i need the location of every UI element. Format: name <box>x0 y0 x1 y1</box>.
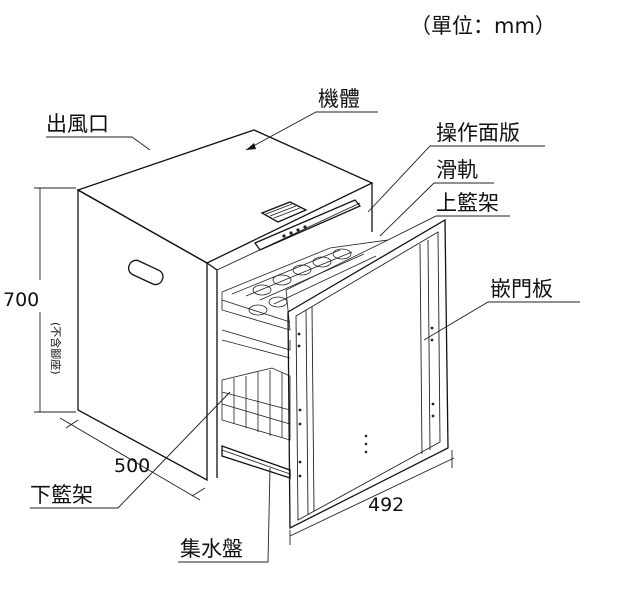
side-handle <box>127 259 164 286</box>
depth-dimension: 500 <box>114 455 150 477</box>
height-dimension: 700 <box>3 289 39 311</box>
side-face <box>77 188 208 482</box>
label-body: 機體 <box>318 87 360 111</box>
label-lower-basket: 下籃架 <box>30 483 93 507</box>
label-control-panel: 操作面版 <box>436 121 520 145</box>
height-note: (不含腳座) <box>49 322 63 375</box>
upper-basket <box>221 239 389 359</box>
unit-note: （單位：mm） <box>410 14 556 38</box>
door-panel <box>287 218 449 530</box>
air-outlet-vent <box>260 201 308 223</box>
label-drip-tray: 集水盤 <box>180 537 243 561</box>
dimension-lines <box>34 187 455 545</box>
width-dimension: 492 <box>368 494 404 516</box>
slide-rail <box>221 445 291 479</box>
callout-leaders <box>30 111 580 563</box>
label-embedded-door: 嵌門板 <box>490 277 553 301</box>
cabinet-body <box>76 129 374 482</box>
label-slide-rail: 滑軌 <box>436 158 478 182</box>
label-air-outlet: 出風口 <box>46 112 109 136</box>
label-upper-basket: 上籃架 <box>436 191 499 215</box>
lower-basket <box>221 367 291 441</box>
control-panel-strip <box>254 199 362 251</box>
top-face <box>76 129 374 264</box>
